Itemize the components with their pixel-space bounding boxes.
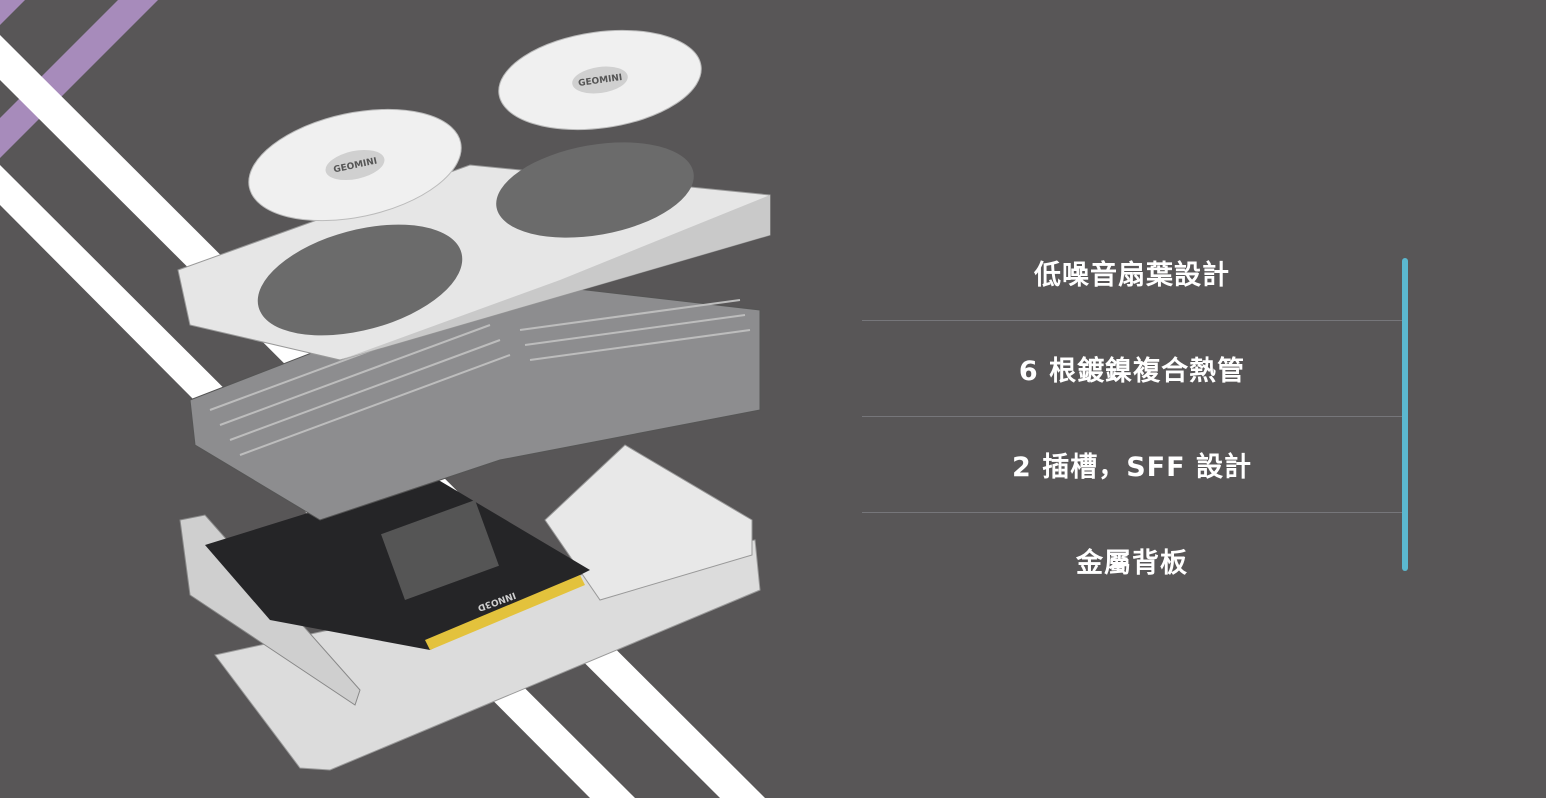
feature-item-low-noise-fan[interactable]: 低噪音扇葉設計 [862,225,1402,321]
backplate-frame [544,444,753,601]
gpu-exploded-view: INNO3D GEOMINI GEOMINI [177,29,771,771]
feature-list: 低噪音扇葉設計 6 根鍍鎳複合熱管 2 插槽，SFF 設計 金屬背板 [862,225,1402,608]
pcie-connector [425,575,585,650]
fan: GEOMINI [498,29,702,131]
feature-progress-bar[interactable] [1402,258,1408,571]
feature-item-heatpipes[interactable]: 6 根鍍鎳複合熱管 [862,321,1402,417]
fan-opening [257,224,463,336]
gpu-die [381,500,499,600]
feature-item-metal-backplate[interactable]: 金屬背板 [1076,548,1188,579]
feature-item-2-slot-sff[interactable]: 2 插槽，SFF 設計 [862,417,1402,513]
fan: GEOMINI [248,108,462,222]
fan-opening [496,142,694,238]
purple-stripe [0,0,25,25]
